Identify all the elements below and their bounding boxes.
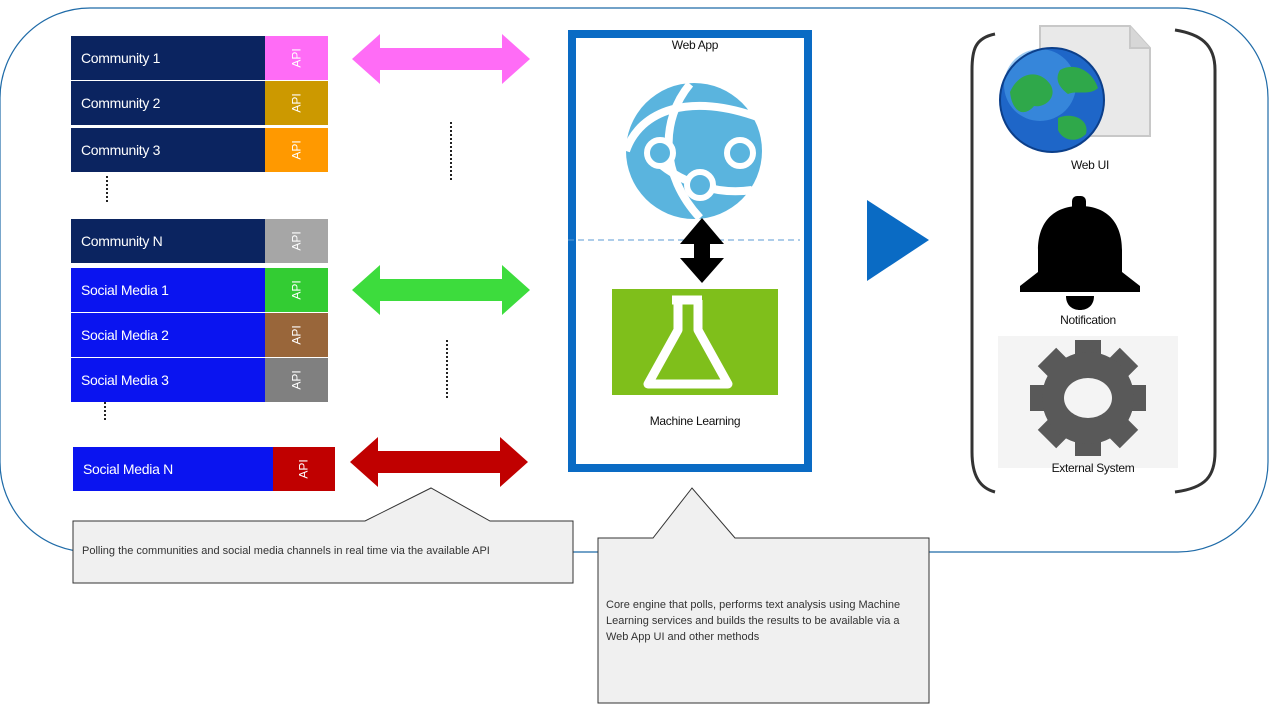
api-tag-7: API <box>265 358 328 402</box>
source-label-3: Community 3 <box>71 128 265 172</box>
api-tag-text: API <box>289 93 304 113</box>
globe-document-icon <box>999 25 1151 153</box>
source-label-6: Social Media 2 <box>71 313 265 357</box>
flask-icon <box>612 289 778 395</box>
api-tag-2: API <box>265 81 328 125</box>
api-tag-text: API <box>289 325 304 345</box>
source-label-2: Community 2 <box>71 81 265 125</box>
core-engine-callout-text: Core engine that polls, performs text an… <box>606 599 901 643</box>
api-tag-text: API <box>289 280 304 300</box>
api-tag-6: API <box>265 313 328 357</box>
bell-icon <box>1020 196 1140 310</box>
core-engine-callout <box>597 487 930 704</box>
output-bracket-right <box>1174 28 1217 494</box>
api-tag-3: API <box>265 128 328 172</box>
api-tag-1: API <box>265 36 328 80</box>
machine-learning-label: Machine Learning <box>649 414 741 428</box>
source-label-1: Community 1 <box>71 36 265 80</box>
gear-icon <box>998 336 1178 468</box>
external-system-label: External System <box>1051 461 1135 475</box>
source-label-5: Social Media 1 <box>71 268 265 312</box>
api-tag-text: API <box>289 370 304 390</box>
api-tag-5: API <box>265 268 328 312</box>
source-label-4: Community N <box>71 219 265 263</box>
green-double-arrow-icon <box>352 265 530 315</box>
red-double-arrow-icon <box>350 437 528 487</box>
notification-label: Notification <box>1060 313 1116 327</box>
source-label-8: Social Media N <box>73 447 273 491</box>
polling-callout-text: Polling the communities and social media… <box>82 545 490 557</box>
pink-double-arrow-icon <box>352 34 530 84</box>
api-tag-text: API <box>289 48 304 68</box>
source-label-7: Social Media 3 <box>71 358 265 402</box>
api-tag-text: API <box>297 459 311 479</box>
web-app-title: Web App <box>671 38 719 52</box>
api-tag-text: API <box>289 231 304 251</box>
api-tag-8: API <box>273 447 335 491</box>
polling-callout <box>72 487 574 584</box>
api-tag-4: API <box>265 219 328 263</box>
output-bracket-left <box>970 32 996 494</box>
web-app-globe-icon <box>622 81 762 221</box>
web-ui-label: Web UI <box>1071 158 1109 172</box>
api-tag-text: API <box>289 140 304 160</box>
output-arrow-icon <box>867 200 929 281</box>
vertical-double-arrow-icon <box>680 218 724 283</box>
